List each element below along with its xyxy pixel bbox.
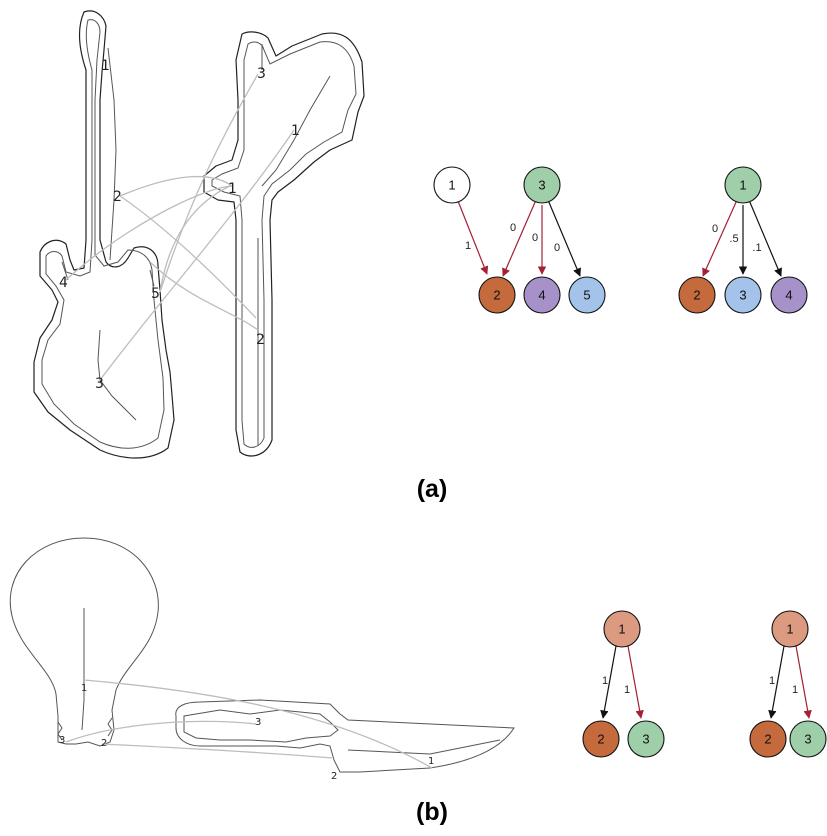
graph-edge — [748, 199, 782, 277]
panel-a-label: (a) — [417, 475, 448, 503]
panel-b-shapes: 1 3 2 3 1 2 — [9, 537, 515, 782]
match-line — [119, 175, 233, 197]
node-label: 4 — [785, 288, 792, 303]
graph-edge — [457, 200, 489, 275]
graph-node — [582, 720, 620, 758]
match-line — [149, 261, 259, 331]
node-label: 2 — [597, 732, 604, 747]
edge-label: 1 — [465, 240, 471, 252]
edge-label: 0 — [510, 222, 516, 234]
guitar-inner-outline — [41, 19, 165, 449]
node-label: 1 — [618, 622, 625, 637]
guitar-label: 5 — [151, 286, 160, 302]
guitar-label: 1 — [101, 58, 110, 74]
bulb-label: 2 — [101, 738, 107, 749]
object-label: 3 — [257, 66, 266, 82]
node-label: 1 — [448, 178, 455, 193]
graph-node — [523, 276, 561, 314]
node-label: 5 — [583, 288, 590, 303]
panel-a-graph-right: 0 .5 .1 1 2 3 4 — [678, 166, 808, 314]
edge-label: 1 — [792, 684, 798, 696]
object-label: 1 — [228, 181, 237, 197]
guitar-label: 4 — [59, 275, 68, 291]
graph-node — [724, 166, 762, 204]
node-label: 2 — [693, 288, 700, 303]
graph-edge — [702, 199, 738, 277]
edge-label: 0 — [712, 223, 718, 235]
graph-node — [771, 610, 809, 648]
graph-edge — [600, 645, 617, 719]
match-line — [159, 73, 259, 293]
guitar-skeleton-body — [97, 329, 137, 421]
node-label: 2 — [493, 288, 500, 303]
node-label: 4 — [538, 288, 545, 303]
guitar-skeleton-horn — [149, 269, 155, 287]
graph-node — [724, 276, 762, 314]
edge-label: 0 — [532, 232, 538, 244]
graph-node — [789, 720, 827, 758]
object-inner-outline — [211, 41, 357, 448]
bulb-base-texture — [57, 717, 113, 741]
node-label: 1 — [739, 178, 746, 193]
edge-label: 1 — [624, 684, 630, 696]
bulb-label: 1 — [81, 683, 87, 694]
knife-inner-outline — [183, 709, 339, 743]
guitar-label: 3 — [95, 376, 104, 392]
edge-label: .1 — [752, 242, 761, 254]
panel-b-graph-right: 1 1 1 2 3 — [749, 610, 827, 758]
match-line — [159, 185, 231, 293]
knife-label: 1 — [428, 756, 434, 767]
graph-node — [770, 276, 808, 314]
node-label: 3 — [739, 288, 746, 303]
node-label: 3 — [804, 732, 811, 747]
graph-node — [568, 276, 606, 314]
knife-outline — [175, 699, 515, 773]
match-line — [119, 195, 257, 319]
graph-node — [678, 276, 716, 314]
graph-node — [433, 166, 471, 204]
panel-a-shapes: 1 2 4 5 3 3 1 1 2 — [33, 10, 365, 459]
knife-label: 2 — [331, 771, 337, 782]
node-label: 3 — [642, 732, 649, 747]
graph-node — [523, 166, 561, 204]
edge-label: 0 — [554, 242, 560, 254]
guitar-skeleton-neck — [107, 47, 117, 261]
object-label: 1 — [291, 123, 300, 139]
panel-b-graph-left: 1 1 1 2 3 — [582, 610, 665, 758]
match-line — [65, 185, 233, 281]
edge-label: 1 — [602, 675, 608, 687]
node-label: 3 — [538, 178, 545, 193]
graph-node — [603, 610, 641, 648]
graph-edge — [768, 645, 785, 719]
graph-edge — [795, 645, 812, 719]
edge-label: 1 — [769, 675, 775, 687]
graph-edge — [627, 645, 644, 719]
node-label: 1 — [786, 622, 793, 637]
panel-b-label: (b) — [416, 798, 448, 826]
match-line — [99, 129, 295, 381]
guitar-skeleton-left — [61, 261, 69, 281]
guitar-label: 2 — [113, 189, 122, 205]
node-label: 2 — [764, 732, 771, 747]
object-skeleton-upper — [261, 75, 331, 187]
graph-node — [749, 720, 787, 758]
graph-edge — [547, 199, 581, 277]
guitar-outline — [33, 10, 175, 459]
object-outline — [203, 31, 365, 457]
match-line — [65, 720, 257, 743]
edge-label: .5 — [729, 233, 738, 245]
bulb-skeleton — [81, 608, 85, 731]
bulb-outline — [9, 537, 159, 747]
object-label: 2 — [256, 332, 265, 348]
graph-node — [478, 276, 516, 314]
panel-a-graph-left: 1 0 0 0 1 3 2 4 5 — [433, 166, 606, 314]
knife-label: 3 — [255, 717, 261, 728]
bulb-label: 3 — [59, 735, 65, 746]
graph-edge — [502, 199, 537, 277]
graph-node — [627, 720, 665, 758]
match-line — [83, 679, 433, 769]
match-line — [101, 743, 333, 759]
knife-blade-edge — [347, 739, 501, 755]
